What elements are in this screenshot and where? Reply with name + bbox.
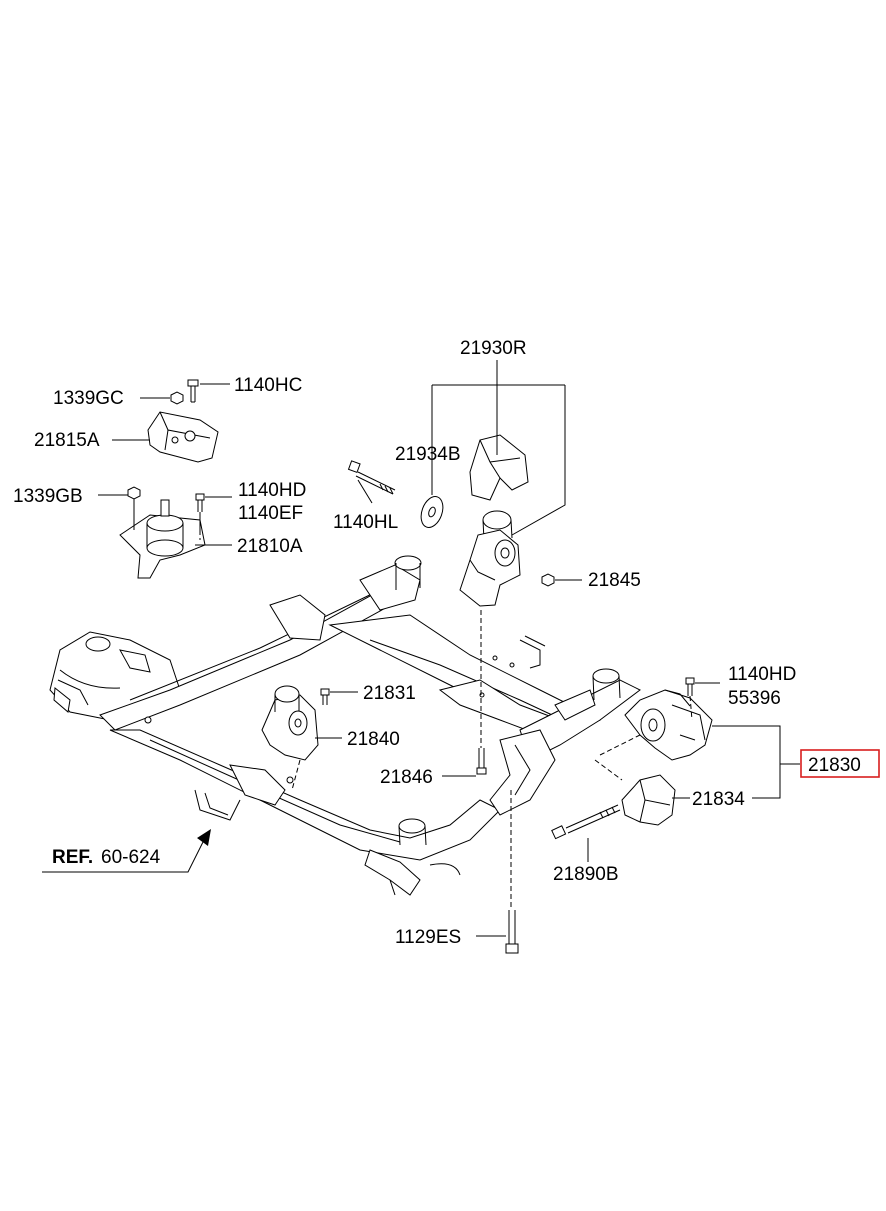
label-21934b: 21934B	[395, 444, 461, 465]
label-21845: 21845	[588, 570, 641, 591]
label-21810a: 21810A	[237, 536, 303, 557]
bolt-21846	[476, 748, 487, 775]
bolt-1140hd-1140ef	[195, 493, 205, 512]
label-ref-prefix: REF.	[52, 847, 93, 868]
bolt-1129es	[505, 910, 519, 954]
label-1339gb: 1339GB	[13, 486, 83, 507]
label-21840: 21840	[347, 729, 400, 750]
label-21815a: 21815A	[34, 430, 100, 451]
nut-1339gb	[127, 486, 141, 500]
washer-21934b	[420, 496, 444, 528]
mount-21840	[261, 685, 319, 761]
label-21890b: 21890B	[553, 864, 619, 885]
nut-1339gc	[170, 391, 184, 405]
label-21834: 21834	[692, 789, 745, 810]
bolt-1140hd-55396	[685, 677, 695, 696]
label-21830: 21830	[808, 755, 861, 776]
dashed-guide-lines	[133, 500, 693, 910]
label-1140hl: 1140HL	[333, 512, 398, 533]
bolt-1140hl	[347, 460, 396, 495]
label-1140ef: 1140EF	[238, 503, 303, 524]
mount-bracket-21930r	[459, 510, 521, 607]
label-1140hd-b: 1140HD	[728, 664, 796, 685]
bolt-21890b	[551, 804, 621, 840]
highlight-box-21830	[800, 749, 880, 778]
stopper-21934b	[469, 434, 529, 501]
bolt-21831	[320, 688, 330, 705]
label-1140hd-a: 1140HD	[238, 480, 306, 501]
label-1339gc: 1339GC	[53, 388, 124, 409]
engine-mount-21810a	[119, 499, 206, 579]
leader-lines	[42, 360, 800, 937]
subframe-crossmember	[49, 555, 641, 896]
nut-21845	[541, 573, 555, 587]
label-1129es: 1129ES	[395, 927, 461, 948]
label-21846: 21846	[380, 767, 433, 788]
label-ref-number: 60-624	[101, 847, 161, 868]
label-55396: 55396	[728, 688, 781, 709]
label-1140hc: 1140HC	[234, 375, 302, 396]
bracket-21815a	[147, 411, 219, 463]
bolt-1140hc	[187, 379, 199, 403]
label-21831: 21831	[363, 683, 416, 704]
part-labels: 21930R 1339GC 1140HC 21815A 21934B 1339G…	[13, 338, 880, 948]
label-21930r: 21930R	[460, 338, 527, 359]
bracket-21834	[621, 774, 676, 826]
mount-assembly-21830	[624, 689, 713, 761]
